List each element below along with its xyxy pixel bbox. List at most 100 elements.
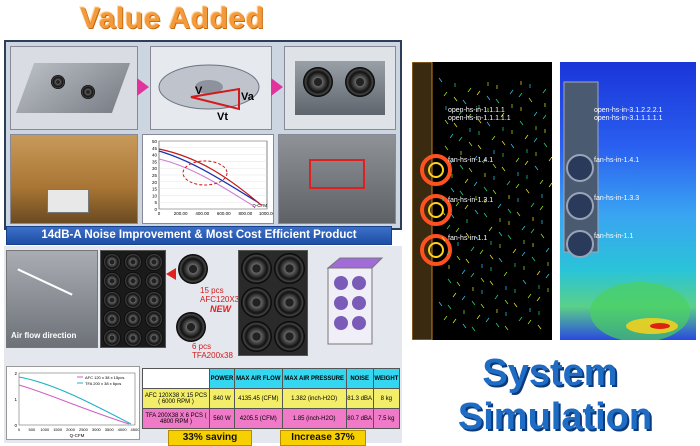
fan-icon [274, 253, 305, 284]
flow-vector [464, 178, 469, 184]
x-tick-label: 500 [29, 427, 36, 432]
flow-vector [444, 145, 449, 151]
flow-vector [474, 235, 479, 241]
flow-vector [459, 190, 464, 196]
y-tick-label: 5 [154, 200, 157, 205]
afc120x38-fan-icon [178, 254, 208, 284]
series-line [18, 376, 132, 425]
flow-vector [443, 91, 448, 97]
spec-header-blank [142, 368, 210, 389]
flow-vector [522, 279, 527, 285]
y-tick-label: 15 [152, 187, 158, 192]
flow-vector [452, 292, 457, 298]
flow-vector [509, 89, 514, 95]
fan-icon [145, 310, 163, 328]
server-fan-top-photo [284, 46, 396, 130]
fan-icon [145, 329, 163, 347]
spec-header-airflow: MAX AIR FLOW [233, 368, 283, 389]
flow-vector [482, 158, 487, 164]
arrow-right-icon [137, 78, 149, 96]
flow-vector [510, 143, 515, 149]
flow-vector [539, 179, 544, 185]
fan-icon [345, 67, 375, 97]
y-tick-label: 25 [152, 173, 158, 178]
afc-fan-grid [100, 250, 166, 348]
x-tick-label: 400.00 [195, 211, 209, 216]
flow-vector [459, 164, 464, 170]
flow-vector [449, 159, 454, 165]
y-tick-label: 30 [152, 166, 158, 171]
fan-ring [428, 202, 444, 218]
flow-vector [521, 251, 526, 257]
spec-cell: 8 kg [372, 388, 401, 409]
flow-vector [531, 256, 536, 262]
flow-vector [453, 96, 458, 102]
flow-vector [545, 273, 550, 279]
flow-vector [507, 208, 512, 214]
flow-vector [438, 301, 443, 307]
spec-cell: 4135.45 (CFM) [233, 388, 283, 409]
flow-vector [500, 112, 505, 118]
x-axis-label: Q-CFM [70, 433, 85, 438]
flow-vector [548, 182, 553, 188]
spec-cell: 80.7 dBA [345, 408, 374, 429]
flow-vector [545, 247, 550, 253]
sim-label: open-hs-in-3.1.1.1.1.1 [594, 115, 663, 122]
flow-vector [473, 155, 478, 161]
flow-vector [479, 249, 484, 255]
flow-vector [471, 326, 476, 332]
x-tick-label: 3000 [92, 427, 102, 432]
flow-vector [465, 232, 470, 238]
fan-ring [566, 192, 594, 220]
x-tick-label: 2500 [79, 427, 89, 432]
flow-vector [543, 142, 548, 148]
x-tick-label: 4000 [118, 427, 128, 432]
increase-badge: Increase 37% [280, 430, 366, 446]
flow-vector [477, 144, 482, 150]
flow-vector [533, 137, 538, 143]
flow-vector [456, 281, 461, 287]
flow-vector [518, 316, 523, 322]
flow-vector [465, 258, 470, 264]
flow-vector [461, 295, 466, 301]
flow-vector [498, 231, 503, 237]
flow-vector [458, 110, 463, 116]
flow-vector [534, 165, 539, 171]
series-line [158, 158, 256, 208]
flow-vector [530, 202, 535, 208]
flow-vector [468, 167, 473, 173]
sim-label: open-hs-in-3.1.2.2.2.1 [594, 107, 663, 114]
airflow-direction-label: Air flow direction [11, 331, 77, 340]
flow-vector [521, 225, 526, 231]
x-tick-label: 1000 [40, 427, 50, 432]
y-tick-label: 1 [14, 397, 17, 402]
fan-icon [145, 253, 163, 271]
value-added-title: Value Added [80, 2, 265, 35]
fan-blade-vector-diagram: V Va Vt [150, 46, 272, 130]
fan-icon [274, 321, 305, 352]
spec-cell: 81.3 dBA [345, 388, 374, 409]
flow-vector [468, 141, 473, 147]
sim-label: open-hs-in-1.1.1.1.1 [448, 115, 511, 122]
flow-vector [476, 90, 481, 96]
flow-vector [501, 140, 506, 146]
sim-label: fan-hs-in-1.3.3 [594, 195, 639, 202]
spec-table: POWER MAX AIR FLOW MAX AIR PRESSURE NOIS… [142, 368, 401, 429]
y-tick-label: 0 [154, 207, 157, 212]
flow-vector [470, 246, 475, 252]
x-tick-label: 0 [158, 211, 161, 216]
fan-icon [103, 291, 121, 309]
x-tick-label: 0 [18, 427, 21, 432]
flow-vector [495, 98, 500, 104]
flow-vector [455, 227, 460, 233]
flow-vector [477, 118, 482, 124]
flow-vector [527, 293, 532, 299]
flow-vector [446, 224, 451, 230]
flow-vector [444, 119, 449, 125]
flow-vector [455, 201, 460, 207]
velocity-v-label: V [195, 85, 203, 97]
flow-vector [536, 270, 541, 276]
spec-cell: TFA 200X38 X 6 PCS ( 4800 RPM ) [142, 408, 210, 429]
